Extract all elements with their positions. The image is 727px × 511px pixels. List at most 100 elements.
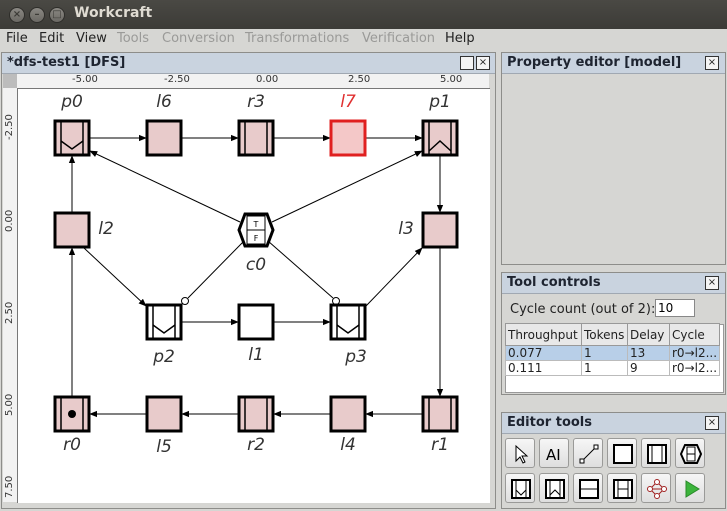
close-editor-icon[interactable]: × [476,56,490,70]
col-throughput[interactable]: Throughput [505,323,582,346]
counterflow-register-tool-button[interactable] [607,473,637,503]
close-tool-controls-icon[interactable]: × [705,276,719,290]
node-l3[interactable] [421,211,459,249]
connect-tool-button[interactable] [573,438,603,468]
pop-register-icon [545,479,565,499]
play-icon [685,480,700,498]
token-icon [68,410,76,418]
menu-help[interactable]: Help [445,31,475,46]
editor-tab[interactable]: *dfs-test1 [DFS] × [2,53,495,74]
menu-tools[interactable]: Tools [117,31,150,46]
node-label: p2 [153,347,175,367]
node-label: l1 [248,345,264,365]
node-p1[interactable] [421,119,459,157]
ruler-h-label: -5.00 [72,74,98,85]
cell: r0→l2... [668,345,721,361]
menu-edit[interactable]: Edit [39,31,65,46]
text-icon: AI [546,446,561,464]
cell: 0.111 [505,360,582,376]
menu-verification[interactable]: Verification [362,31,436,46]
dfs-graph: T F [53,119,459,433]
close-editor-tools-icon[interactable]: × [705,416,719,430]
cell: 13 [627,345,670,361]
menu-bar: File Edit View Tools Conversion Transfor… [0,29,727,49]
register-icon [647,444,667,464]
cycles-table[interactable]: Throughput Tokens Delay Cycle 0.077 1 13… [505,323,721,376]
close-window-button[interactable]: × [9,7,25,23]
col-delay[interactable]: Delay [627,323,670,346]
text-tool-button[interactable]: AI [539,438,569,468]
ruler-v-label: 7.50 [4,475,15,498]
node-l5[interactable] [145,395,183,433]
logic-tool-button[interactable] [607,438,637,468]
editor-tab-title: *dfs-test1 [DFS] [7,55,126,70]
push-register-icon [511,479,531,499]
node-label: l3 [398,219,414,239]
svg-text:AI: AI [546,446,561,464]
node-p3[interactable] [329,303,367,341]
close-property-editor-icon[interactable]: × [705,56,719,70]
menu-file[interactable]: File [6,31,28,46]
window-titlebar: × – □ Workcraft [0,0,727,29]
logic-node-icon [613,444,633,464]
property-editor-title: Property editor [model] [507,55,682,70]
menu-transformations[interactable]: Transformations [245,31,350,46]
node-label: l2 [98,219,114,239]
graph-tool-button[interactable] [641,473,671,503]
node-l6[interactable] [145,119,183,157]
node-label: r1 [431,435,449,455]
minimize-window-button[interactable]: – [29,7,45,23]
node-label: p0 [61,92,83,112]
editor-canvas[interactable]: T F [17,88,490,503]
table-row[interactable]: 0.077 1 13 r0→l2... [505,345,721,361]
cell: 1 [581,360,628,376]
editor-tools-title: Editor tools [507,415,592,430]
table-row[interactable]: 0.111 1 9 r0→l2... [505,360,721,376]
node-label: r0 [63,435,81,455]
c0-true-label: T [253,220,259,229]
cycle-count-label: Cycle count (out of 2): [510,302,656,317]
ruler-v-label: 0.00 [4,209,15,232]
tool-controls-title: Tool controls [507,275,601,290]
register-tool-button[interactable] [641,438,671,468]
node-r2[interactable] [237,395,275,433]
ruler-corner [3,74,17,88]
node-r3[interactable] [237,119,275,157]
col-tokens[interactable]: Tokens [581,323,628,346]
node-l7[interactable] [329,119,367,157]
counterflow-logic-icon [579,479,599,499]
select-tool-button[interactable] [505,438,535,468]
ruler-vertical: -2.50 0.00 2.50 5.00 7.50 [3,88,18,502]
maximize-editor-icon[interactable] [460,56,474,70]
cell: 1 [581,345,628,361]
pointer-icon [515,444,529,464]
node-label: l4 [340,435,356,455]
cycle-count-input[interactable] [655,299,695,317]
property-editor-header: Property editor [model] × [502,53,725,74]
pop-register-tool-button[interactable] [539,473,569,503]
node-l4[interactable] [329,395,367,433]
control-register-tool-button[interactable] [675,438,705,468]
ruler-h-label: 2.50 [348,74,371,85]
push-register-tool-button[interactable] [505,473,535,503]
node-label: l5 [156,437,172,457]
node-r0[interactable] [53,395,91,433]
graph-nodes-icon [647,479,667,499]
menu-view[interactable]: View [76,31,107,46]
node-label: r2 [247,435,265,455]
node-r1[interactable] [421,395,459,433]
ruler-h-label: -2.50 [164,74,190,85]
node-label: c0 [245,255,267,275]
node-label: l6 [156,92,172,112]
maximize-window-button[interactable]: □ [49,7,65,23]
node-p0[interactable] [53,119,91,157]
menu-conversion[interactable]: Conversion [162,31,235,46]
counterflow-logic-tool-button[interactable] [573,473,603,503]
col-cycle[interactable]: Cycle [668,323,721,346]
node-l1[interactable] [237,303,275,341]
node-c0[interactable]: T F [237,212,275,248]
node-p2[interactable] [145,303,183,341]
simulation-tool-button[interactable] [675,473,705,503]
node-label: p3 [345,347,367,367]
node-l2[interactable] [53,211,91,249]
